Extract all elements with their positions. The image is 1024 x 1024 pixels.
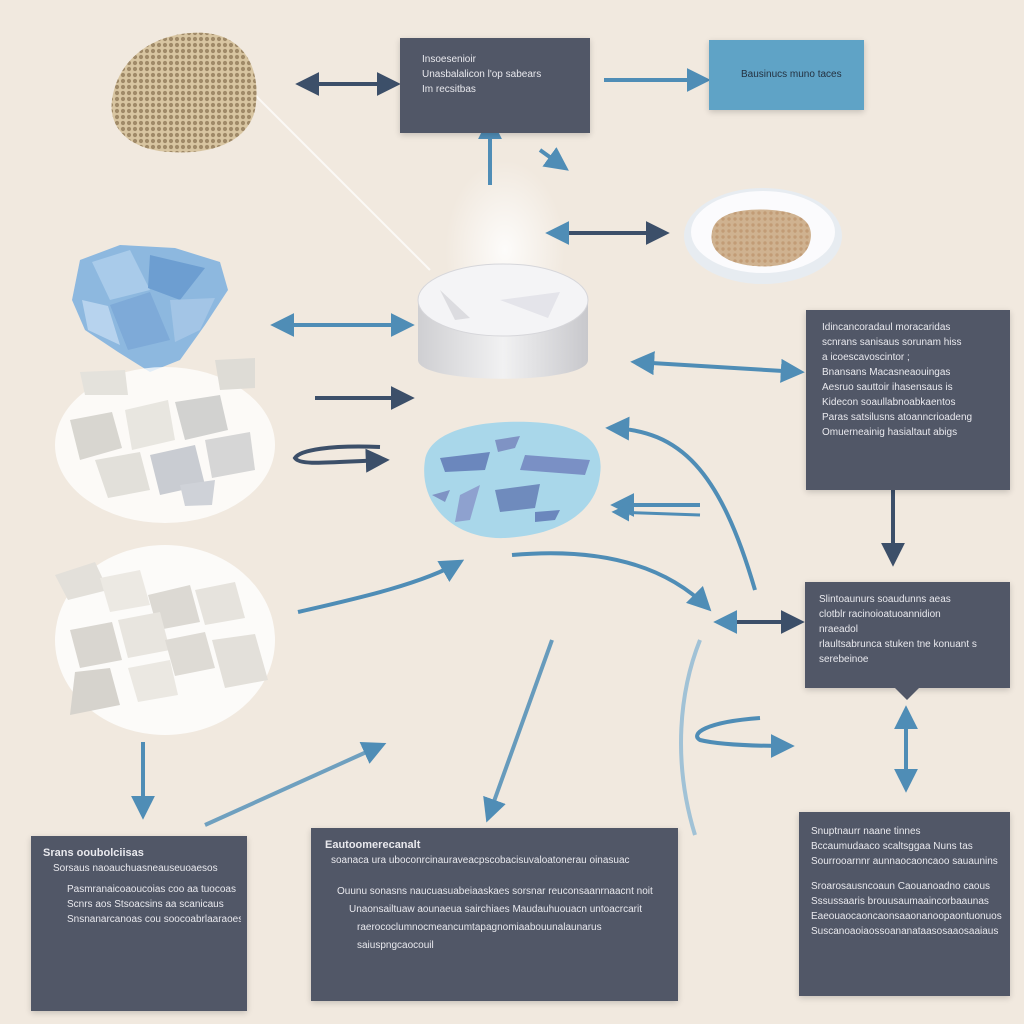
granule-pile-icon	[111, 32, 257, 153]
box-line: Omuerneainig hasialtaut abigs	[822, 427, 958, 438]
top-right-box: Bausinucs muno taces	[709, 40, 864, 110]
arrow-bottom-left-up	[204, 741, 387, 827]
box-line: soanaca ura uboconrcinauraveacpscobacisu…	[331, 855, 630, 866]
box-line: Sourrooarnnr aunnaocaoncaoo sauaunins	[811, 856, 998, 867]
arrow-faint-down	[679, 639, 702, 836]
box-title: Srans ooubolciisas	[43, 847, 144, 859]
bottom-left-box: Srans ooubolciisas Sorsaus naoauchuasnea…	[31, 836, 247, 1011]
bowl-with-powder-icon	[684, 188, 842, 284]
arrow-cylinder-to-right-box	[630, 351, 805, 383]
top-center-box: Insoesenioir Unasbalalicon l'op sabears …	[400, 38, 590, 133]
connector-arrows	[131, 68, 918, 836]
box-line: Unaonsailtuaw aounaeua sairchiaes Maudau…	[349, 904, 642, 915]
box-line: Ouunu sonasns naucuasuabeiaaskaes sorsna…	[337, 886, 653, 897]
arrow-cubes-to-dish	[297, 559, 465, 614]
arrow-curve-to-lower-right	[695, 716, 795, 758]
faint-guide-line	[254, 94, 431, 271]
bottom-center-box: Eautoomerecanalt soanaca ura uboconrcina…	[311, 828, 678, 1001]
box-line: scnrans sanisaus sorunam hiss	[822, 337, 962, 348]
blue-crystal-pile-icon	[72, 245, 228, 372]
cylinder-tablet-icon	[417, 263, 589, 379]
box-line: Bnansans Macasneaouingas	[822, 367, 951, 378]
box-line: Sorsaus naoauchuasneauseuoaesos	[53, 863, 218, 874]
blue-dish-with-fragments-icon	[424, 421, 601, 539]
box-line: Snsnanarcanoas cou soocoabrlaaraoes	[67, 914, 241, 925]
box-line: Eaeouaocaoncaonsaaonanoopaontuonuos	[811, 911, 1002, 922]
box-line: Scnrs aos Stsoacsins aa scanicaus	[67, 899, 224, 910]
box-line: Unasbalalicon l'op sabears	[422, 69, 542, 80]
white-cube-pile-icon	[55, 545, 275, 735]
bottom-right-box: Snuptnaurr naane tinnes Bccaumudaaco sca…	[799, 812, 1010, 996]
arrow-dish-to-bottom-center	[483, 639, 554, 823]
box-line: rlaultsabrunca stuken tne konuant s	[819, 639, 977, 650]
box-line: Aesruo sauttoir ihasensaus is	[822, 382, 953, 393]
box-line: raerococlumnocmeancumtapagnomiaabouunala…	[357, 922, 602, 933]
box-title: Eautoomerecanalt	[325, 839, 421, 851]
box-line: Paras satsilusns atoanncrioadeng	[822, 412, 973, 423]
box-line: Slintoaunurs soaudunns aeas	[819, 594, 951, 605]
arrow-curve-left-to-dish	[292, 444, 390, 473]
box-line: Suscanoaoiaossoananataasosaaosaaiaus	[811, 926, 999, 937]
box-line: Insoesenioir	[422, 54, 476, 65]
arrow-dish-to-middle-box	[511, 551, 712, 612]
box-line: nraeadol	[819, 624, 858, 635]
box-line: saiuspngcaocouil	[357, 940, 434, 951]
box-line: Snuptnaurr naane tinnes	[811, 826, 921, 837]
arrow-right-to-dish-lower	[611, 503, 701, 522]
right-middle-box: Slintoaunurs soaudunns aeas clotblr raci…	[805, 582, 1010, 688]
box-line: Kidecon soaullabnoabkaentos	[822, 397, 956, 408]
right-middle-box-pointer	[895, 688, 919, 700]
box-line: clotblr racinoioatuoannidion	[819, 609, 941, 620]
box-line: Sssussaaris brouusaumaaincorbaaunas	[811, 896, 989, 907]
box-line: Idincancoradaul moracaridas	[822, 322, 951, 333]
box-line: Pasmranaicoaoucoias coo aa tuocoas	[67, 884, 236, 895]
box-line: Bausinucs muno taces	[741, 69, 842, 80]
box-line: a icoescavoscintor ;	[822, 352, 910, 363]
box-line: Bccaumudaaco scaltsggaa Nuns tas	[811, 841, 973, 852]
white-chunk-pile-icon	[55, 358, 275, 523]
box-line: serebeinoe	[819, 654, 869, 665]
box-line: Sroarosausncoaun Caouanoadno caous	[811, 881, 991, 892]
right-upper-box: Idincancoradaul moracaridas scnrans sani…	[806, 310, 1010, 490]
arrow-small-diagonal	[538, 147, 569, 171]
box-line: Im recsitbas	[422, 84, 476, 95]
arrow-curve-to-right-box	[605, 416, 757, 591]
